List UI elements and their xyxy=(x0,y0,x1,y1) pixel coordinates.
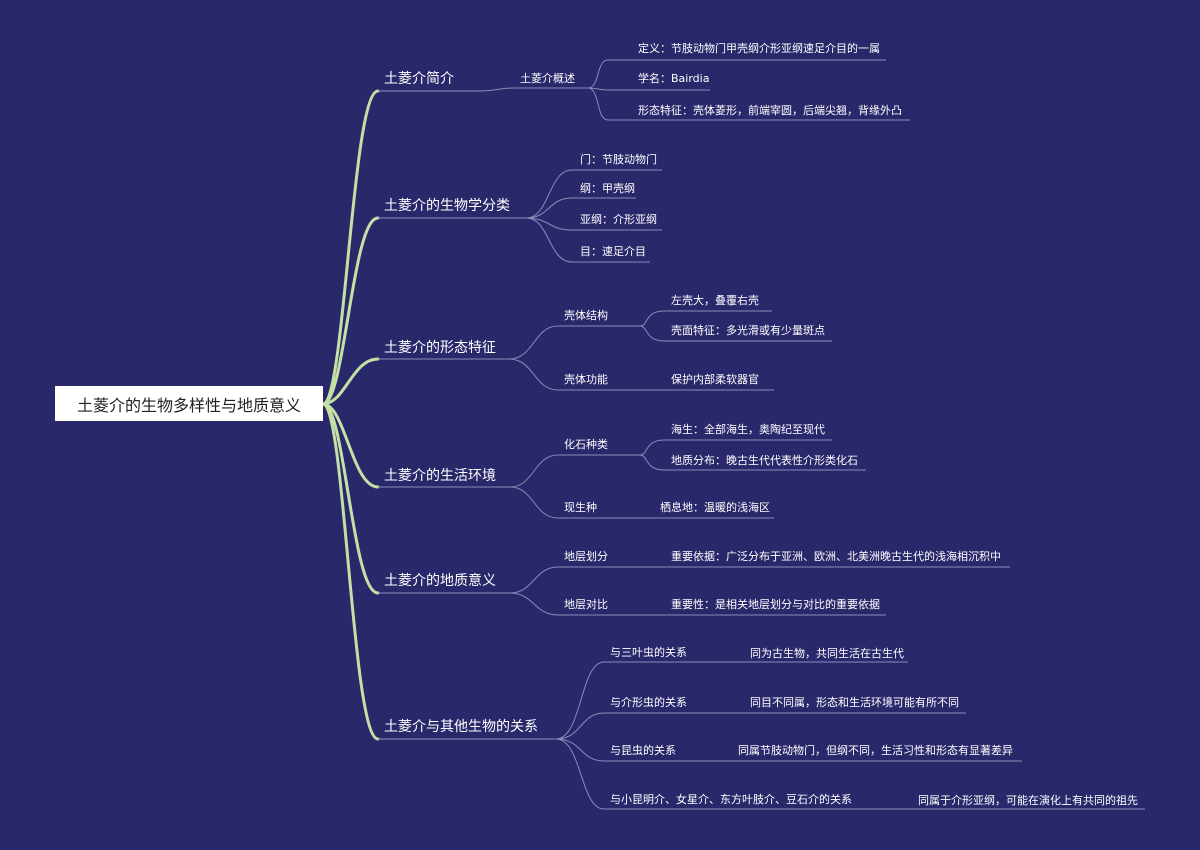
root-link-4 xyxy=(321,402,380,489)
leaf-topic[interactable]: 定义：节肢动物门甲壳纲介形亚纲速足介目的一属 xyxy=(638,42,880,55)
subtopic[interactable]: 门：节肢动物门 xyxy=(580,153,657,166)
subtopic[interactable]: 与介形虫的关系 xyxy=(610,696,687,709)
root-link-1 xyxy=(321,89,380,406)
root-link-6 xyxy=(321,402,380,741)
branch-topic[interactable]: 土菱介的地质意义 xyxy=(384,573,496,589)
leaf-topic[interactable]: 同属节肢动物门，但纲不同，生活习性和形态有显著差异 xyxy=(738,744,1013,757)
subtopic[interactable]: 壳体功能 xyxy=(564,373,608,386)
subtopic[interactable]: 现生种 xyxy=(564,501,597,514)
subtopic[interactable]: 地层划分 xyxy=(564,550,608,563)
root-link-5 xyxy=(321,402,380,595)
leaf-topic[interactable]: 左壳大，叠覆右壳 xyxy=(671,294,759,307)
leaf-topic[interactable]: 海生：全部海生，奥陶纪至现代 xyxy=(671,423,825,436)
subtopic[interactable]: 与三叶虫的关系 xyxy=(610,646,687,659)
subtopic[interactable]: 亚纲：介形亚纲 xyxy=(580,213,657,226)
leaf-topic[interactable]: 保护内部柔软器官 xyxy=(671,373,759,386)
branch-topic[interactable]: 土菱介简介 xyxy=(384,71,454,87)
subtopic[interactable]: 化石种类 xyxy=(564,438,608,451)
leaf-topic[interactable]: 同属于介形亚纲，可能在演化上有共同的祖先 xyxy=(918,794,1138,807)
subtopic[interactable]: 与昆虫的关系 xyxy=(610,744,676,757)
root-link-3 xyxy=(321,357,380,406)
leaf-topic[interactable]: 学名：Bairdia xyxy=(638,72,710,85)
leaf-topic[interactable]: 壳面特征：多光滑或有少量斑点 xyxy=(671,324,825,337)
subtopic[interactable]: 目：速足介目 xyxy=(580,245,646,258)
leaf-topic[interactable]: 同目不同属，形态和生活环境可能有所不同 xyxy=(750,696,959,709)
subtopic[interactable]: 与小昆明介、女星介、东方叶肢介、豆石介的关系 xyxy=(610,793,852,806)
branch-topic[interactable]: 土菱介的生物学分类 xyxy=(384,198,510,214)
root-link-2 xyxy=(321,216,380,406)
leaf-topic[interactable]: 重要性：是相关地层划分与对比的重要依据 xyxy=(671,598,880,611)
branch-topic[interactable]: 土菱介的形态特征 xyxy=(384,340,496,356)
leaf-topic[interactable]: 形态特征：壳体菱形，前端宰圆，后端尖翘，背缘外凸 xyxy=(638,104,902,117)
subtopic[interactable]: 地层对比 xyxy=(564,598,608,611)
branch-topic[interactable]: 土菱介的生活环境 xyxy=(384,468,496,484)
branch-topic[interactable]: 土菱介与其他生物的关系 xyxy=(384,719,538,735)
subtopic[interactable]: 壳体结构 xyxy=(564,309,608,322)
leaf-topic[interactable]: 地质分布：晚古生代代表性介形类化石 xyxy=(671,454,858,467)
subtopic[interactable]: 土菱介概述 xyxy=(520,72,575,85)
root-topic[interactable]: 土菱介的生物多样性与地质意义 xyxy=(55,386,323,421)
leaf-topic[interactable]: 同为古生物，共同生活在古生代 xyxy=(750,647,904,660)
leaf-topic[interactable]: 栖息地：温暖的浅海区 xyxy=(660,501,770,514)
leaf-topic[interactable]: 重要依据：广泛分布于亚洲、欧洲、北美洲晚古生代的浅海相沉积中 xyxy=(671,550,1001,563)
subtopic[interactable]: 纲：甲壳纲 xyxy=(580,182,635,195)
